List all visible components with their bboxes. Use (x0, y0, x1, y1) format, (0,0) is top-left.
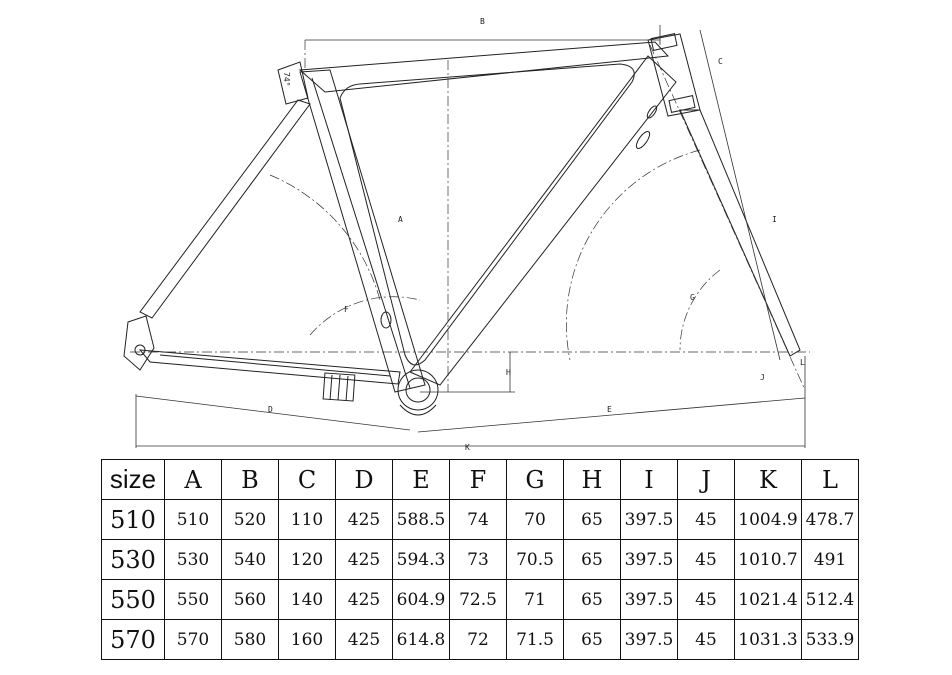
table-cell: 520 (221, 499, 279, 540)
chain-stay (138, 349, 401, 385)
size-cell: 510 (101, 499, 165, 540)
column-header-f: F (449, 459, 507, 500)
table-cell: 425 (335, 619, 393, 660)
column-header-i: I (620, 459, 678, 500)
column-header-h: H (563, 459, 621, 500)
table-cell: 1010.7 (734, 539, 802, 580)
table-cell: 71 (506, 579, 564, 620)
table-cell: 45 (677, 539, 735, 580)
table-row: 510 510 520 110 425 588.5 74 70 65 397.5… (101, 499, 859, 540)
dim-label-d: D (268, 405, 273, 414)
table-cell: 140 (278, 579, 336, 620)
table-cell: 45 (677, 579, 735, 620)
table-cell: 550 (164, 579, 222, 620)
column-header-k: K (734, 459, 802, 500)
table-cell: 70.5 (506, 539, 564, 580)
top-tube (298, 41, 670, 93)
table-cell: 397.5 (620, 579, 678, 620)
dim-label-h: H (506, 368, 511, 377)
table-cell: 65 (563, 539, 621, 580)
table-cell: 425 (335, 499, 393, 540)
column-header-b: B (221, 459, 279, 500)
column-header-e: E (392, 459, 450, 500)
size-cell: 530 (101, 539, 165, 580)
dim-label-c: C (718, 57, 723, 66)
table-cell: 1021.4 (734, 579, 802, 620)
size-cell: 550 (101, 579, 165, 620)
column-header-c: C (278, 459, 336, 500)
table-row: 530 530 540 120 425 594.3 73 70.5 65 397… (101, 539, 859, 580)
bottom-bracket (397, 369, 439, 411)
size-header: size (101, 459, 165, 500)
dim-label-k: K (465, 443, 470, 452)
dim-label-j: J (760, 373, 765, 382)
table-cell: 110 (278, 499, 336, 540)
column-header-d: D (335, 459, 393, 500)
dim-label-e: E (607, 405, 612, 414)
column-header-j: J (677, 459, 735, 500)
table-cell: 540 (221, 539, 279, 580)
table-cell: 397.5 (620, 499, 678, 540)
table-cell: 512.4 (801, 579, 859, 620)
seat-tube (299, 69, 426, 393)
table-cell: 425 (335, 579, 393, 620)
size-cell: 570 (101, 619, 165, 660)
table-cell: 72.5 (449, 579, 507, 620)
dim-label-g: G (690, 293, 695, 302)
down-tube (409, 55, 677, 386)
table-cell: 614.8 (392, 619, 450, 660)
column-header-l: L (801, 459, 859, 500)
column-header-g: G (506, 459, 564, 500)
seat-stay (139, 99, 311, 319)
table-cell: 72 (449, 619, 507, 660)
frame-geometry-drawing: B A C D E F G H I J K L 74° (123, 17, 810, 452)
table-cell: 491 (801, 539, 859, 580)
table-cell: 1031.3 (734, 619, 802, 660)
table-cell: 570 (164, 619, 222, 660)
table-cell: 425 (335, 539, 393, 580)
table-row: 570 570 580 160 425 614.8 72 71.5 65 397… (101, 619, 859, 660)
table-cell: 533.9 (801, 619, 859, 660)
table-cell: 560 (221, 579, 279, 620)
column-header-a: A (164, 459, 222, 500)
table-cell: 530 (164, 539, 222, 580)
table-cell: 65 (563, 499, 621, 540)
table-cell: 594.3 (392, 539, 450, 580)
dim-label-f: F (344, 305, 349, 314)
geometry-table: size A B C D E F G H I J K L 510 510 520… (101, 459, 859, 660)
angle-annotation: 74° (282, 72, 291, 86)
dim-label-l: L (800, 358, 805, 367)
table-cell: 580 (221, 619, 279, 660)
table-cell: 70 (506, 499, 564, 540)
dim-label-a: A (398, 215, 403, 224)
table-cell: 588.5 (392, 499, 450, 540)
table-cell: 120 (278, 539, 336, 580)
table-cell: 604.9 (392, 579, 450, 620)
table-cell: 510 (164, 499, 222, 540)
fork (679, 109, 801, 357)
table-cell: 397.5 (620, 539, 678, 580)
header-row: size A B C D E F G H I J K L (101, 459, 859, 500)
table-cell: 73 (449, 539, 507, 580)
table-cell: 71.5 (506, 619, 564, 660)
table-cell: 397.5 (620, 619, 678, 660)
table-cell: 478.7 (801, 499, 859, 540)
table-cell: 65 (563, 619, 621, 660)
table-cell: 74 (449, 499, 507, 540)
table-cell: 160 (278, 619, 336, 660)
table-cell: 45 (677, 499, 735, 540)
rear-dropout (123, 315, 155, 371)
table-row: 550 550 560 140 425 604.9 72.5 71 65 397… (101, 579, 859, 620)
table-cell: 65 (563, 579, 621, 620)
dim-label-i: I (772, 215, 777, 224)
table-cell: 1004.9 (734, 499, 802, 540)
dim-label-b: B (480, 17, 485, 26)
table-cell: 45 (677, 619, 735, 660)
